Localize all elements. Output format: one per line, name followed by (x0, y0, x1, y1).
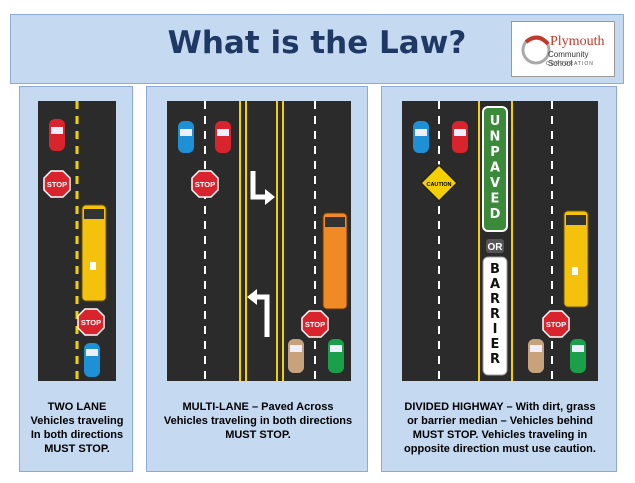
blue-car-icon (413, 121, 429, 153)
tan-car-icon (528, 339, 544, 373)
green-car-icon (328, 339, 344, 373)
stop-sign-icon: STOP (191, 170, 219, 198)
logo-corporation: CORPORATION (546, 61, 594, 67)
logo-name: Plymouth (550, 34, 605, 49)
svg-text:OR: OR (488, 242, 504, 253)
blue-car-icon (178, 121, 194, 153)
stop-sign-icon: STOP (43, 170, 71, 198)
turn-arrow-icon (250, 171, 275, 205)
caption-multi-lane: MULTI-LANE – Paved Across Vehicles trave… (163, 401, 353, 441)
red-car-icon (49, 119, 65, 151)
stop-sign-icon: STOP (542, 310, 570, 338)
school-bus-icon (81, 204, 107, 302)
median-or: OR (486, 239, 504, 253)
plymouth-logo-icon (521, 35, 551, 65)
multi-lane-scene: STOP STOP (178, 101, 348, 381)
stop-sign-icon: STOP (301, 310, 329, 338)
two-lane-scene: STOP STOP (43, 101, 107, 381)
panel-multi-lane: STOP STOP MULTI-LANE – Paved Across Ve (146, 86, 368, 472)
logo-subtitle: Community School (548, 50, 589, 68)
header-banner: What is the Law? Plymouth Community Scho… (10, 14, 624, 84)
svg-text:STOP: STOP (47, 180, 67, 189)
turn-arrow-icon (247, 289, 270, 337)
stop-sign-icon: STOP (77, 308, 105, 336)
caption-two-lane: TWO LANE Vehicles traveling In both dire… (30, 401, 124, 455)
svg-text:STOP: STOP (546, 320, 566, 329)
svg-text:STOP: STOP (195, 180, 215, 189)
caption-divided-highway: DIVIDED HIGHWAY – With dirt, grass or ba… (404, 401, 596, 455)
svg-text:CAUTION: CAUTION (426, 182, 451, 188)
page-title: What is the Law? (167, 25, 467, 61)
tan-car-icon (288, 339, 304, 373)
svg-text:STOP: STOP (81, 318, 101, 327)
caution-sign-icon: CAUTION (419, 163, 459, 203)
blue-car-icon (84, 343, 100, 377)
red-car-icon (452, 121, 468, 153)
svg-text:STOP: STOP (305, 320, 325, 329)
panel-two-lane: STOP STOP TWO LANE Vehicles traveling In… (19, 86, 133, 472)
red-car-icon (215, 121, 231, 153)
plymouth-logo: Plymouth Community School CORPORATION (511, 21, 615, 77)
school-bus-icon (322, 212, 348, 310)
school-bus-icon (563, 210, 589, 308)
green-car-icon (570, 339, 586, 373)
